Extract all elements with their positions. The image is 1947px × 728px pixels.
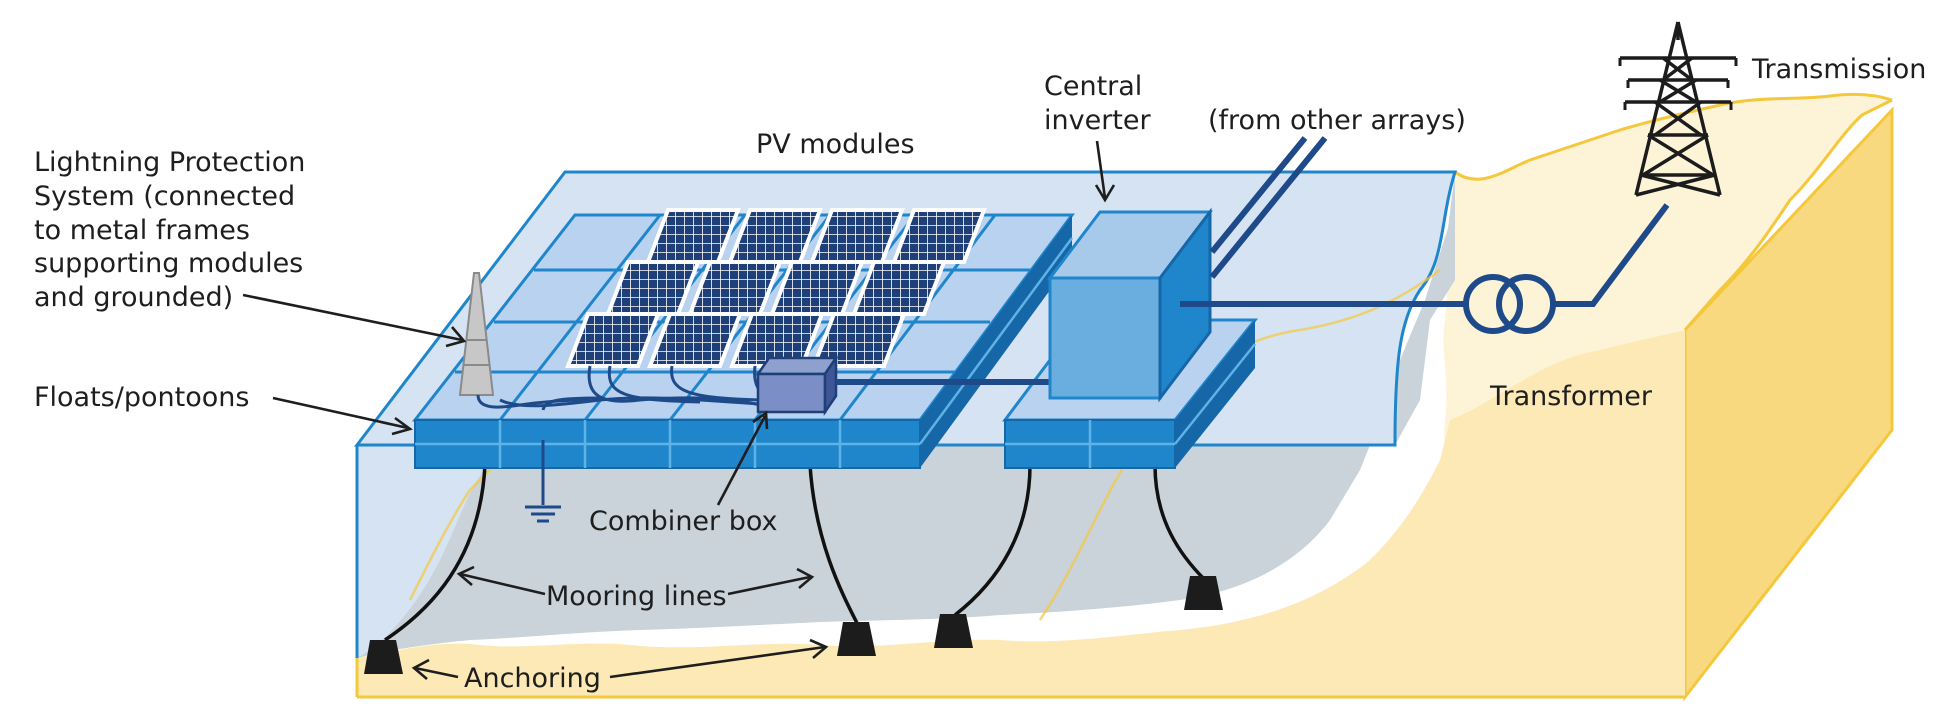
label-lightning-line-3: to metal frames xyxy=(34,215,250,246)
label-lightning-line-2: System (connected xyxy=(34,181,295,212)
mooring-line-1 xyxy=(384,464,487,642)
combiner-box-icon xyxy=(755,353,839,417)
label-central-inverter-line-1: Central xyxy=(1044,71,1142,102)
anchor-1 xyxy=(364,640,403,674)
mooring-line-3 xyxy=(953,464,1032,617)
label-lightning-line-5: and grounded) xyxy=(34,282,233,313)
label-pv-modules: PV modules xyxy=(756,129,915,160)
mooring-lines xyxy=(384,464,1207,642)
pv-module xyxy=(565,312,661,368)
label-floats: Floats/pontoons xyxy=(34,382,249,413)
label-transformer: Transformer xyxy=(1489,381,1653,412)
label-other-arrays: (from other arrays) xyxy=(1208,105,1466,136)
label-lightning-line-4: supporting modules xyxy=(34,248,303,279)
label-anchoring: Anchoring xyxy=(464,663,601,694)
label-mooring-lines: Mooring lines xyxy=(546,581,727,612)
pv-module xyxy=(851,260,947,316)
mooring-line-2 xyxy=(808,464,860,626)
other-array-cables xyxy=(1209,136,1328,279)
label-combiner-box: Combiner box xyxy=(589,506,778,537)
pv-module xyxy=(891,208,987,264)
label-transmission: Transmission xyxy=(1751,54,1926,85)
lightning-rod-icon xyxy=(458,272,591,409)
label-central-inverter-line-2: inverter xyxy=(1044,105,1152,136)
mooring-line-4 xyxy=(1153,464,1207,582)
label-lightning-line-1: Lightning Protection xyxy=(34,147,305,178)
anchor-4 xyxy=(1184,576,1223,610)
anchor-2 xyxy=(837,622,876,656)
anchor-3 xyxy=(934,614,973,648)
callout-leaders xyxy=(242,140,1116,680)
pv-modules xyxy=(565,208,987,368)
ground-icon xyxy=(525,470,561,523)
main-float-array xyxy=(411,213,1075,469)
anchors xyxy=(364,576,1223,674)
transmission-cable xyxy=(1553,203,1670,307)
transmission-tower-icon xyxy=(1618,21,1738,197)
pv-module xyxy=(647,312,743,368)
pv-module xyxy=(811,312,907,368)
shore-land xyxy=(355,92,1894,702)
